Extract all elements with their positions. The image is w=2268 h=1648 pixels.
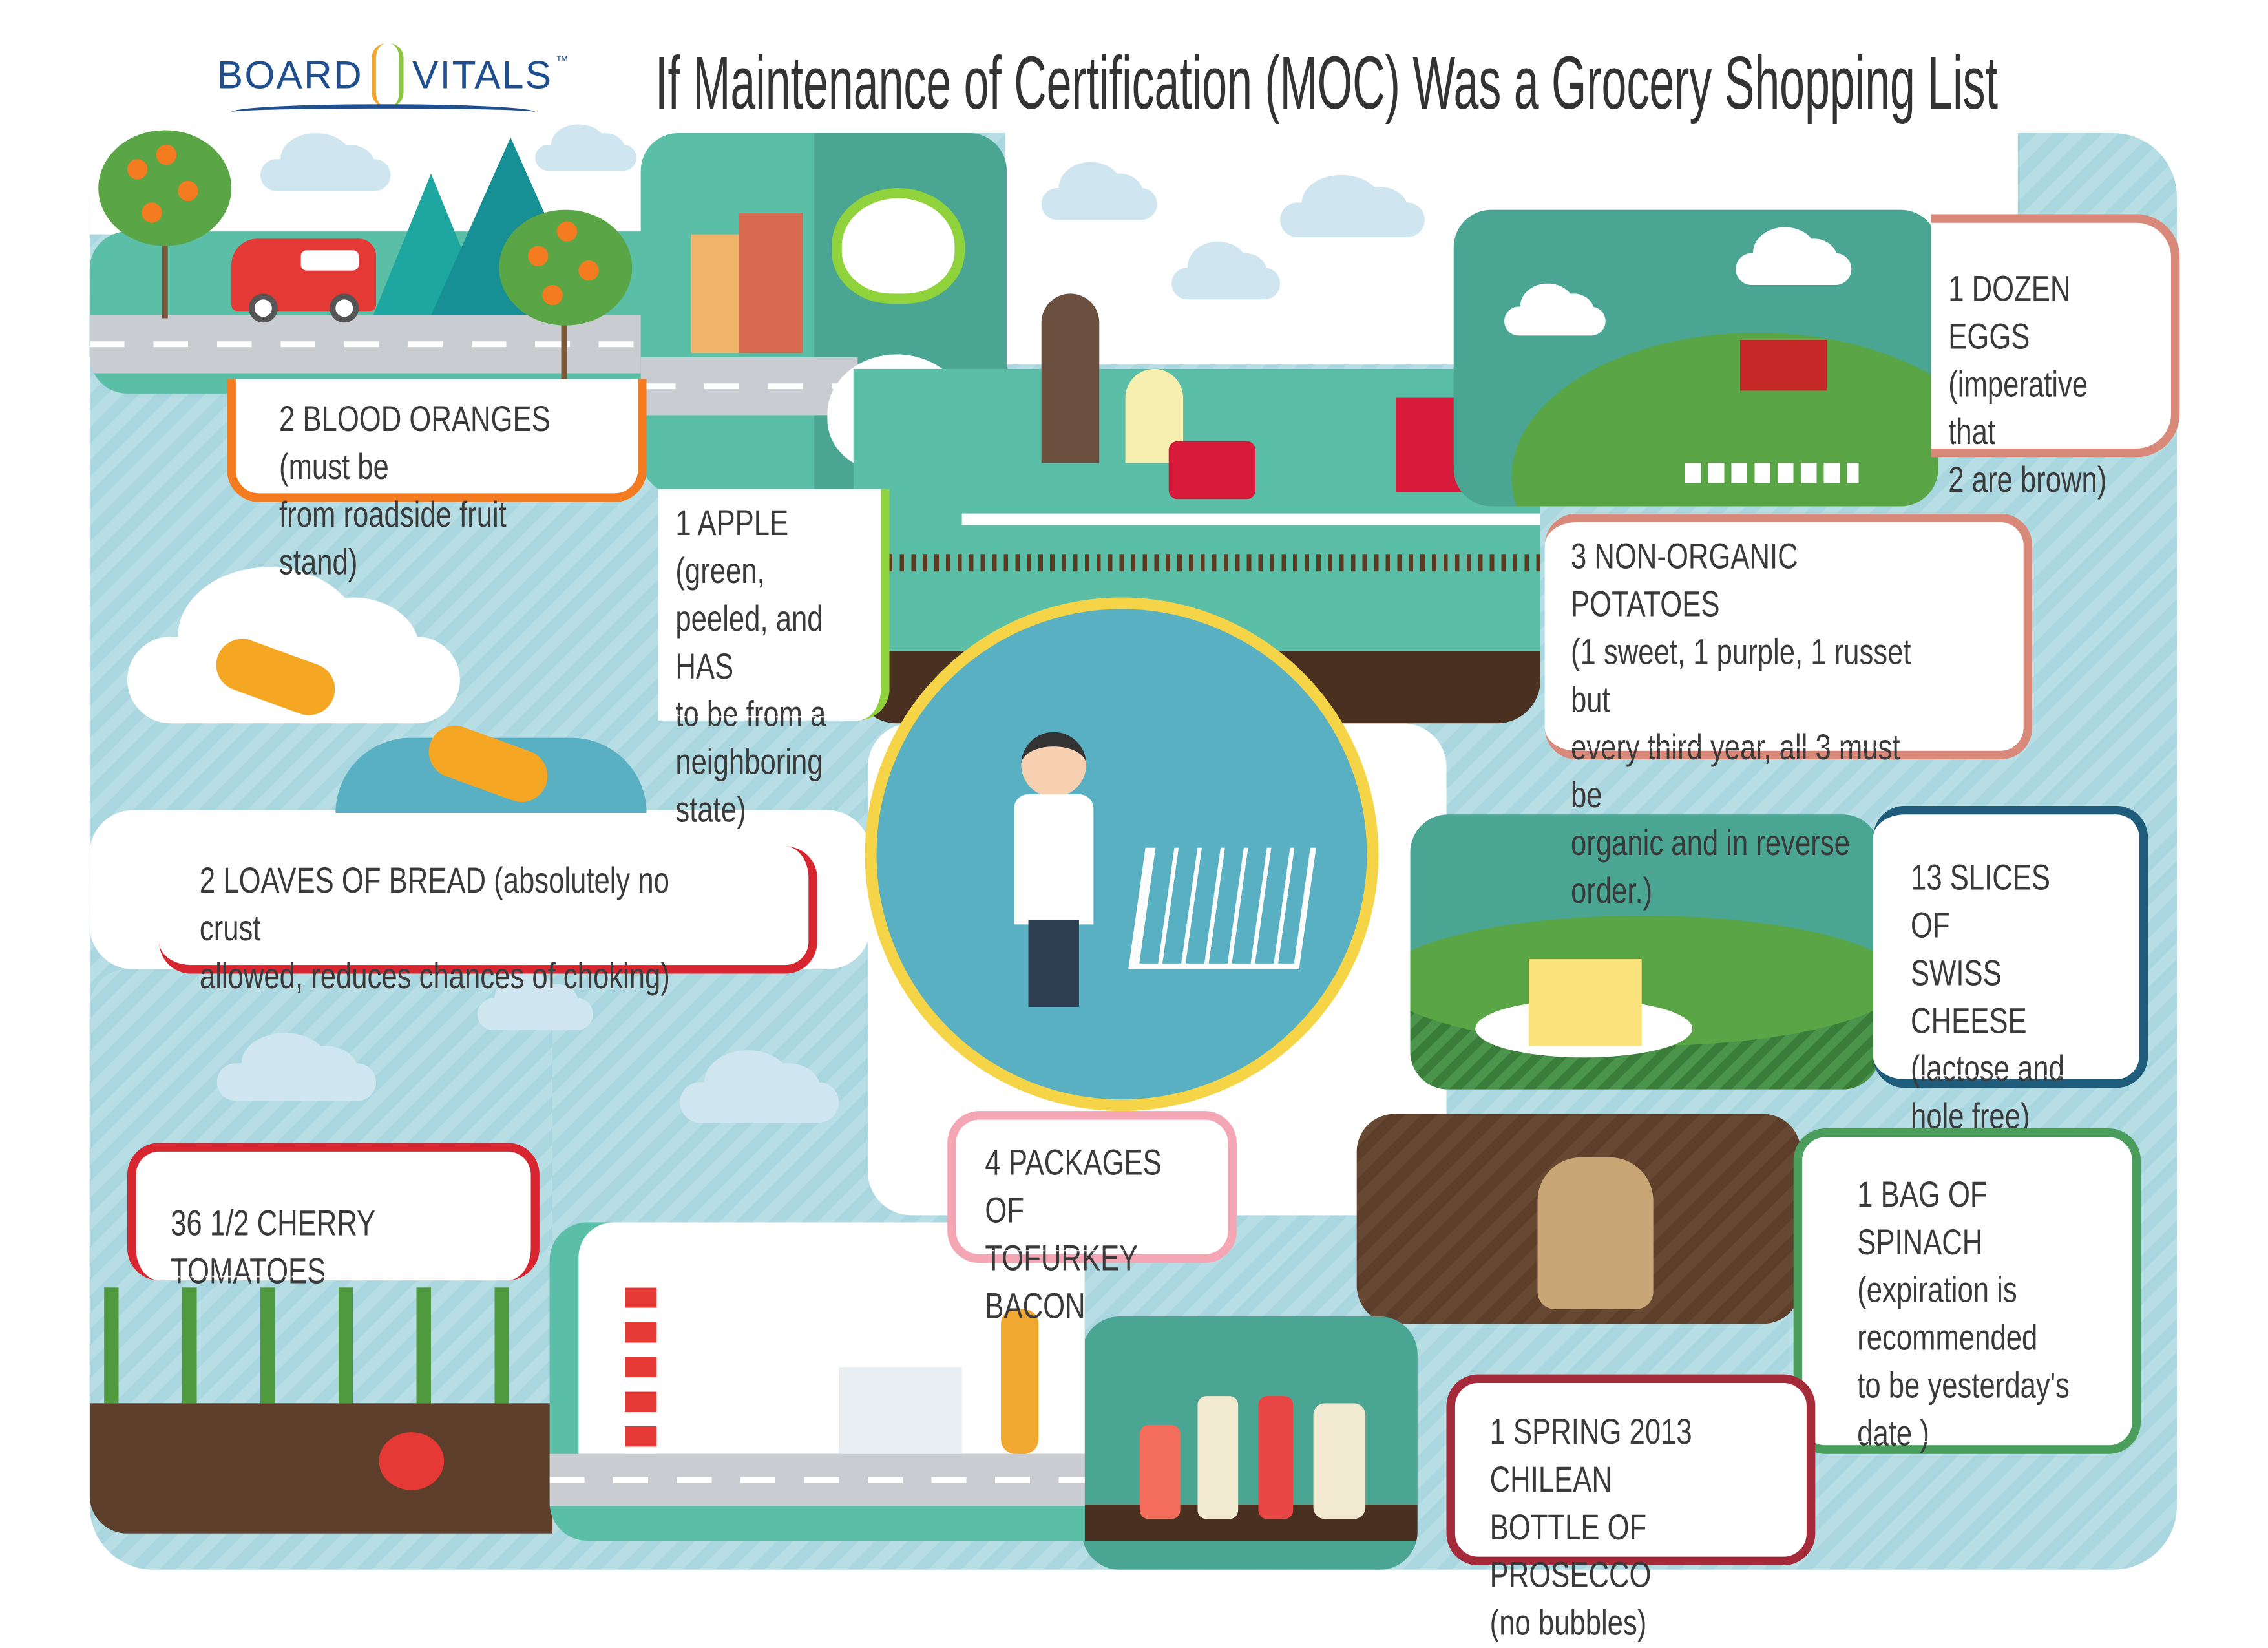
tree-trunk <box>162 217 168 319</box>
item-spinach: 1 BAG OF SPINACH (expiration is recommen… <box>1793 1128 2141 1454</box>
eggs-icon <box>1685 463 1859 483</box>
cloud-icon <box>260 133 391 191</box>
item-text: 1 APPLE (green, peeled, and HAS to be fr… <box>675 503 826 830</box>
item-tofurkey-bacon: 4 PACKAGES OF TOFURKEY BACON <box>947 1111 1237 1327</box>
item-prosecco: 1 SPRING 2013 CHILEAN BOTTLE OF PROSECCO… <box>1446 1374 1816 1643</box>
bottle-icon <box>1139 1424 1181 1519</box>
bottle-icon <box>1197 1396 1239 1519</box>
item-text: 2 BLOOD ORANGES (must be from roadside f… <box>279 399 551 584</box>
bottle-icon <box>1258 1396 1294 1519</box>
trousers <box>1028 920 1079 1007</box>
building-icon <box>739 213 803 354</box>
item-swiss-cheese: 13 SLICES OF SWISS CHEESE (lactose and h… <box>1873 805 2148 1137</box>
boardvitals-logo: BOARD VITALS ™ <box>216 43 569 127</box>
orange-tree-icon <box>98 130 232 246</box>
cheese-scene <box>1410 814 1881 1090</box>
shopping-cart-icon <box>1128 847 1316 969</box>
cloud-icon <box>1280 174 1425 238</box>
tractor-icon <box>1168 441 1256 500</box>
item-bread: 2 LOAVES OF BREAD (absolutely no crust a… <box>159 846 817 997</box>
city-apple-scene <box>640 132 1007 495</box>
logo-trademark: ™ <box>555 53 569 69</box>
sack-icon <box>1537 1157 1654 1309</box>
factory-icon <box>839 1367 962 1454</box>
cloud-icon <box>216 1033 377 1101</box>
item-potatoes: 3 NON-ORGANIC POTATOES (1 sweet, 1 purpl… <box>1544 513 2033 911</box>
cloud-icon <box>477 973 593 1030</box>
road <box>640 357 858 416</box>
logo-word-vitals: VITALS <box>412 53 553 97</box>
page-title: If Maintenance of Certification (MOC) Wa… <box>655 41 1999 126</box>
item-blood-oranges: 2 BLOOD ORANGES (must be from roadside f… <box>227 379 647 583</box>
silo-icon <box>1041 293 1100 463</box>
tree-trunk <box>561 296 567 398</box>
item-eggs: 1 DOZEN EGGS (imperative that 2 are brow… <box>1931 214 2180 501</box>
lab-coat <box>1014 794 1094 925</box>
item-text: 36 1/2 CHERRY TOMATOES <box>171 1203 375 1292</box>
item-text: 1 BAG OF SPINACH (expiration is recommen… <box>1857 1174 2070 1454</box>
barn-icon <box>1739 340 1827 391</box>
item-text: 1 DOZEN EGGS (imperative that 2 are brow… <box>1948 269 2107 501</box>
logo-word-board: BOARD <box>216 53 363 97</box>
cloud-icon <box>680 1050 839 1123</box>
smokestack-icon <box>625 1287 657 1454</box>
dna-icon <box>372 43 404 107</box>
wine-scene <box>1082 1316 1418 1570</box>
person-icon <box>1001 1309 1039 1454</box>
orange-tree-icon <box>499 209 633 326</box>
van-icon <box>231 238 377 323</box>
item-text: 4 PACKAGES OF TOFURKEY BACON <box>985 1143 1162 1327</box>
doctor-icon <box>1021 732 1087 798</box>
cheese-icon <box>1529 959 1642 1046</box>
bottle-icon <box>1313 1403 1366 1519</box>
cloud-icon <box>1736 227 1852 285</box>
factory-scene <box>549 1222 1085 1541</box>
item-text: 1 SPRING 2013 CHILEAN BOTTLE OF PROSECCO… <box>1489 1411 1692 1643</box>
item-text: 2 LOAVES OF BREAD (absolutely no crust a… <box>199 860 670 997</box>
chicken-farm-scene <box>1453 209 1938 507</box>
cloud-icon <box>1504 283 1606 336</box>
cloud-icon <box>1171 242 1281 300</box>
cloud-icon <box>1041 162 1157 220</box>
logo-swoosh <box>231 104 536 120</box>
tomato-icon <box>379 1432 445 1490</box>
tomato-plants <box>104 1287 538 1404</box>
spinach-scene <box>1356 1114 1801 1324</box>
item-text: 13 SLICES OF SWISS CHEESE (lactose and h… <box>1911 858 2064 1137</box>
building-icon <box>691 234 747 354</box>
item-apple: 1 APPLE (green, peeled, and HAS to be fr… <box>658 489 890 830</box>
confused-doctor-illustration <box>865 597 1379 1112</box>
green-apple-icon <box>832 188 965 304</box>
infographic: BOARD VITALS ™ If Maintenance of Certifi… <box>89 41 2180 1643</box>
fence-icon <box>853 554 1541 572</box>
item-cherry-tomatoes: 36 1/2 CHERRY TOMATOES <box>127 1143 540 1292</box>
item-text: 3 NON-ORGANIC POTATOES (1 sweet, 1 purpl… <box>1571 536 1911 912</box>
road <box>549 1453 1085 1506</box>
